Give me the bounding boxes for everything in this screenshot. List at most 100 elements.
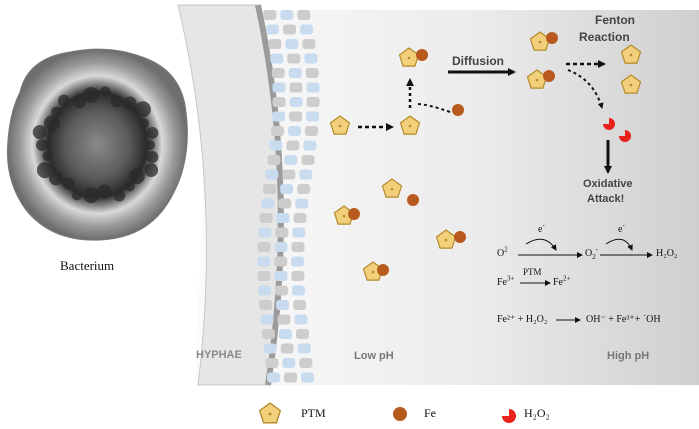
hyphae-cell — [304, 126, 318, 136]
hyphae-cell — [293, 213, 307, 223]
hyphae-cell — [299, 24, 313, 35]
hyphae-cell — [270, 53, 284, 64]
hyphae-cell — [294, 314, 308, 325]
bacterium-granule — [128, 168, 145, 185]
hyphae-cell — [276, 213, 290, 223]
hyphae-cell — [272, 111, 286, 122]
hyphae-cell — [301, 372, 315, 383]
fenton-label-line2: Reaction — [579, 30, 630, 44]
hyphae-cell — [291, 271, 305, 281]
bacterium-granule — [97, 184, 112, 199]
electron-1: e- — [538, 221, 545, 235]
fe-ion — [454, 231, 466, 243]
arrow-e1-curve — [525, 238, 557, 251]
bacterium-granule — [139, 118, 150, 129]
hyphae-cell — [287, 126, 301, 136]
hyphae-cell — [289, 111, 303, 122]
legend-fe-label: Fe — [424, 406, 436, 420]
hyphae-cell — [282, 358, 296, 368]
hyphae-cell — [305, 68, 319, 78]
hyphae-cell — [289, 82, 303, 93]
hyphae-cell — [297, 343, 311, 354]
bacterium-granule — [146, 126, 159, 139]
hyphae-cell — [292, 227, 306, 238]
hyphae-cell — [280, 343, 294, 354]
bacterium-granule — [113, 189, 126, 202]
bacterium-granule — [51, 106, 62, 117]
hyphae-cell — [282, 24, 296, 35]
hyphae-cell — [275, 227, 289, 238]
arrows — [358, 60, 653, 323]
hyphae-cell — [263, 10, 277, 20]
bacterium-label: Bacterium — [60, 258, 115, 273]
hyphae-cell — [282, 169, 296, 180]
superoxide: O2- — [585, 245, 599, 261]
fe-ion — [407, 194, 419, 206]
bacterium-granule — [43, 115, 60, 132]
bacterium-granule — [83, 86, 100, 103]
hyphae-cell — [299, 169, 313, 180]
hyphae-cell — [267, 155, 281, 165]
extracellular-region — [195, 10, 699, 385]
hyphae-cell — [304, 53, 318, 64]
hyphae-cell — [268, 39, 282, 49]
hyphae-cell — [291, 242, 305, 252]
fe-ion — [546, 32, 558, 44]
hyphae-cell — [280, 184, 294, 194]
arrow-to-h2o2 — [567, 69, 604, 109]
ferric-iron: Fe3+ — [497, 274, 515, 288]
legend-h2o2-label: H₂O₂ — [524, 406, 550, 420]
bacterium-granule — [36, 139, 48, 151]
hyphae-cell — [263, 343, 277, 354]
hyphae-cell — [297, 184, 311, 194]
fe-ion — [348, 208, 360, 220]
ptm-catalyst: PTM — [523, 267, 542, 277]
hyphae-cell — [275, 285, 289, 296]
hyphae-cell — [284, 155, 298, 165]
legend-ptm-icon — [258, 402, 282, 424]
bacterium-granule — [42, 151, 53, 162]
low-ph-label: Low pH — [354, 350, 394, 362]
hyphae-cell — [257, 242, 271, 252]
fenton-equation-left: Fe²⁺ + H₂O₂ — [497, 314, 548, 325]
bacterium-granule — [145, 140, 155, 150]
hyphae-cell — [277, 314, 291, 325]
hyphae-cell — [258, 227, 272, 238]
hyphae-cell — [291, 256, 305, 267]
hyphae-cell — [301, 155, 315, 165]
fe-ion — [416, 49, 428, 61]
hyphae-cell — [299, 358, 313, 368]
hyphae-cell — [257, 271, 271, 281]
bacterium-granule — [122, 96, 137, 111]
hyphae-cell — [306, 82, 320, 93]
hyphae-cell — [274, 256, 288, 267]
hyphae-cell — [279, 329, 293, 339]
hyphae-cell — [306, 97, 320, 107]
bacterium-granule — [144, 163, 159, 178]
hyphae-cell — [265, 24, 279, 35]
hyphae-cell — [280, 10, 294, 20]
bacterium-granule — [32, 125, 47, 140]
bacterium-granule — [49, 171, 64, 186]
oxidative-label-line2: Attack! — [587, 193, 625, 205]
oxidative-label-line1: Oxidative — [583, 178, 633, 190]
hyphae-cell — [259, 213, 273, 223]
hyphae-cell — [287, 53, 301, 64]
oxygen: O2 — [497, 245, 508, 259]
bacterium-granule — [72, 94, 87, 109]
ferrous-iron: Fe2+ — [553, 274, 571, 288]
hyphae-cell — [295, 198, 309, 209]
hyphae-cell — [306, 111, 320, 122]
hyphae-cell — [274, 271, 288, 281]
hyphae-cell — [263, 184, 277, 194]
hyphae-cell — [274, 242, 288, 252]
hyphae-cell — [265, 358, 279, 368]
high-ph-label: High pH — [607, 350, 650, 362]
bacterium-granule — [71, 190, 82, 201]
arrow-fe-to-ptm — [415, 103, 451, 113]
hyphae-cell — [276, 300, 290, 310]
hyphae-cell — [261, 198, 275, 209]
hyphae-cell — [258, 285, 272, 296]
